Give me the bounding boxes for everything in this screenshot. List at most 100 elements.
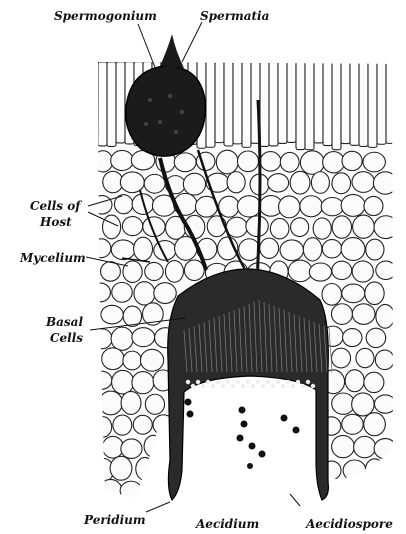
host-cell [111, 240, 135, 260]
host-cell [93, 417, 112, 438]
host-cell [113, 415, 132, 435]
host-cell [237, 196, 260, 217]
host-cell [92, 196, 112, 214]
host-cell [375, 482, 393, 501]
host-cell [239, 239, 260, 261]
host-cell [123, 351, 142, 370]
host-cell [342, 284, 365, 303]
host-cell [260, 238, 279, 258]
host-cell [332, 216, 351, 238]
epidermis-cell [386, 62, 395, 143]
host-cell [102, 348, 124, 370]
host-cell [246, 216, 268, 237]
epidermis-cell [107, 62, 116, 146]
epidermis-cell [206, 62, 215, 147]
host-cell [373, 172, 397, 194]
host-cell [374, 395, 396, 413]
host-cell [102, 436, 123, 458]
host-cell [112, 370, 134, 394]
host-cell [365, 459, 384, 481]
epidermis-cell [233, 62, 242, 144]
host-cell [345, 370, 364, 392]
host-cell [183, 173, 205, 195]
host-cell [353, 480, 372, 500]
host-cell [322, 283, 342, 305]
epidermis-cell [287, 62, 296, 142]
host-cell [92, 239, 111, 258]
epidermis-cell [332, 62, 341, 150]
host-cell [99, 391, 123, 415]
label-basal-cells-line2: Cells [50, 331, 83, 345]
host-cell [141, 481, 164, 502]
host-cell [342, 151, 362, 170]
host-cell [332, 435, 355, 457]
epidermis-cell [350, 62, 359, 145]
host-cell [140, 349, 163, 371]
host-cell [343, 329, 362, 347]
host-cell [111, 327, 133, 350]
host-cell [352, 304, 375, 325]
host-cell [120, 481, 142, 500]
epidermis-cell [215, 62, 224, 143]
host-cell [375, 350, 394, 370]
host-cell [132, 372, 154, 394]
host-cell [216, 150, 238, 174]
host-cell [353, 215, 375, 238]
host-cell [341, 194, 365, 216]
epidermis-cell [341, 62, 350, 144]
host-cell [309, 263, 331, 281]
host-cell [112, 282, 132, 302]
epidermis-cell [377, 62, 386, 144]
host-cell [341, 238, 365, 261]
spermogonium [126, 34, 206, 156]
host-cell [99, 479, 122, 501]
epidermis-cell [242, 62, 251, 147]
label-cells-of-host-line2: Host [39, 215, 72, 229]
host-cell [144, 174, 165, 193]
epidermis-cell [314, 62, 323, 143]
host-cell [270, 218, 289, 238]
epidermis-cell [98, 62, 107, 146]
host-cell [103, 215, 121, 239]
host-cell [303, 238, 322, 261]
host-cell [332, 173, 351, 194]
host-cell [356, 348, 374, 367]
host-cell [110, 456, 132, 480]
label-cells-of-host-line1: Cells of [30, 199, 82, 213]
host-cell [122, 217, 142, 236]
host-cell [364, 372, 384, 392]
host-cell [323, 152, 345, 173]
host-cell [121, 391, 141, 414]
host-cell [268, 174, 289, 192]
label-mycelium: Mycelium [19, 251, 86, 265]
host-cell [331, 348, 350, 368]
epidermis-cell [323, 62, 332, 146]
host-cell [144, 435, 163, 457]
label-basal-cells-line1: Basal [45, 315, 83, 329]
host-cell [145, 262, 164, 280]
label-spermatia: Spermatia [200, 9, 269, 23]
host-cell [364, 196, 383, 215]
host-cell [280, 240, 304, 261]
host-cell [352, 261, 373, 282]
host-cell [227, 172, 245, 193]
host-cell [374, 439, 396, 459]
host-cell [354, 436, 376, 457]
label-spermogonium: Spermogonium [54, 9, 157, 23]
host-cell [332, 261, 352, 279]
host-cell [133, 415, 152, 434]
host-cell [290, 171, 310, 194]
host-cell [174, 153, 196, 172]
host-cell [311, 172, 329, 194]
host-cell [123, 261, 142, 283]
host-cell [288, 260, 312, 282]
epidermis-cell [269, 62, 278, 146]
host-cell [101, 262, 121, 281]
host-cell [364, 413, 386, 436]
host-cell [322, 240, 341, 258]
host-cell [331, 304, 352, 325]
host-cell [260, 152, 281, 172]
host-cell [93, 151, 112, 172]
host-cell [91, 371, 112, 389]
